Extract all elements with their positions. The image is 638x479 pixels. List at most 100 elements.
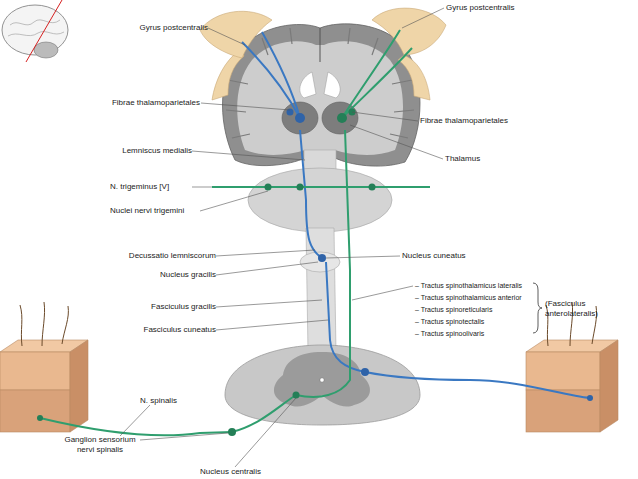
structure-label: Nucleus cuneatus — [402, 251, 492, 261]
lemniscal-pathway-part — [242, 42, 300, 118]
leader-lines-part — [216, 320, 328, 330]
structure-label: – Tractus spinothalamicus anterior — [415, 293, 537, 303]
structure-label: Fibrae thalamoparietales — [60, 98, 200, 108]
skin-block-part — [526, 390, 600, 432]
spinal-cord-section — [225, 345, 420, 425]
structure-label: Ganglion sensorium nervi spinalis — [56, 435, 144, 455]
leader-lines-part — [216, 262, 318, 275]
cerebrum-section-part — [320, 28, 321, 62]
orientation-icon-part — [10, 20, 60, 25]
skin-block-part — [600, 340, 618, 432]
skin-block — [0, 302, 618, 432]
cerebrum-section-part — [223, 24, 421, 166]
spinal-cord-section-part — [274, 352, 370, 407]
spinal-cord-section-part — [320, 378, 324, 382]
structure-label: Gyrus postcentralis — [446, 3, 546, 13]
skin-block-part — [0, 352, 70, 390]
structure-label: Nucleus centralis — [200, 467, 290, 477]
anterolateral-neurons-part — [37, 415, 43, 421]
leader-lines-part — [326, 256, 400, 258]
orientation-icon-part — [34, 42, 58, 58]
anterolateral-neurons — [37, 109, 376, 437]
structure-label: Thalamus — [445, 154, 505, 164]
cerebrum-section-part — [372, 8, 446, 55]
leader-lines-part — [216, 250, 315, 256]
structure-label: N. trigeminus [V] — [110, 182, 200, 192]
bracket-part — [533, 283, 542, 333]
structure-label: Fibrae thalamoparietales — [420, 116, 540, 126]
anterolateral-neurons-part — [265, 184, 272, 191]
lemniscal-pathway-part — [326, 262, 365, 372]
structure-label: N. spinalis — [140, 396, 210, 406]
anterolateral-neurons-part — [369, 184, 376, 191]
anterolateral-pathway-part — [232, 395, 296, 432]
leader-lines-part — [140, 433, 228, 440]
brainstem-part — [248, 168, 392, 232]
anterolateral-pathway — [40, 30, 430, 435]
structure-label: Fasciculus cuneatus — [96, 325, 216, 335]
structure-label: Decussatio lemniscorum — [96, 251, 216, 261]
skin-block-part — [0, 390, 70, 432]
anterolateral-pathway-part — [296, 130, 350, 397]
lemniscal-neurons-part — [318, 254, 326, 262]
lemniscal-pathway-part — [300, 130, 322, 258]
anterolateral-neurons-part — [228, 428, 236, 436]
leader-lines-part — [201, 103, 290, 110]
anterolateral-neurons-part — [337, 113, 347, 123]
brainstem — [248, 150, 392, 352]
anterolateral-neurons-part — [297, 184, 304, 191]
structure-label: Nuclei nervi trigemini — [110, 206, 220, 216]
anterolateral-pathway-part — [342, 48, 412, 118]
spinal-cord-section-part — [225, 345, 420, 425]
orientation-icon — [2, 0, 68, 62]
skin-block-part — [70, 340, 88, 432]
lemniscal-neurons — [287, 109, 594, 402]
orientation-icon-part — [26, 0, 62, 62]
structure-label: – Tractus spinoreticularis — [415, 305, 537, 315]
leader-lines-part — [402, 8, 444, 28]
cerebrum-section-part — [226, 28, 414, 138]
cerebrum-section-part — [398, 55, 430, 100]
structure-label: – Tractus spinothalamicus lateralis — [415, 281, 537, 291]
leader-lines-part — [208, 28, 245, 45]
cerebrum-section — [200, 8, 446, 166]
leader-lines-part — [352, 286, 413, 300]
anterolateral-pathway-part — [40, 418, 232, 435]
cerebrum-section-part — [282, 102, 318, 134]
bracket — [533, 283, 542, 333]
skin-block-part — [546, 302, 597, 346]
leader-lines-part — [216, 300, 322, 307]
brainstem-part — [300, 252, 340, 272]
orientation-icon-part — [8, 32, 64, 36]
lemniscal-pathway-part — [262, 32, 300, 118]
anterolateral-pathway-part — [212, 186, 430, 188]
lemniscal-pathway — [242, 32, 590, 398]
lemniscal-neurons-part — [295, 113, 305, 123]
leader-lines-part — [192, 187, 212, 188]
skin-block-part — [20, 302, 68, 346]
lemniscal-neurons-part — [587, 395, 593, 401]
leader-lines-part — [235, 398, 296, 467]
structure-label: Gyrus postcentralis — [118, 23, 208, 33]
cerebrum-section-part — [300, 72, 340, 98]
structure-label: Nucleus gracilis — [116, 270, 216, 280]
leader-lines-part — [352, 112, 418, 121]
leader-lines-part — [200, 191, 268, 211]
structure-label: Lemniscus medialis — [80, 146, 192, 156]
anterolateral-pathway-part — [342, 30, 400, 118]
structure-label: – Tractus spinoolivaris — [415, 329, 537, 339]
brainstem-part — [306, 228, 336, 352]
leader-lines — [120, 8, 444, 467]
anterolateral-neurons-part — [293, 392, 300, 399]
leader-lines-part — [350, 125, 443, 159]
skin-block-part — [526, 352, 600, 390]
leader-lines-part — [192, 151, 305, 160]
cerebrum-section-part — [200, 11, 272, 58]
leader-lines-part — [120, 405, 150, 436]
structure-label: (Fasciculus anterolateralis) — [545, 299, 617, 319]
lemniscal-neurons-part — [361, 368, 369, 376]
structure-label: Fasciculus gracilis — [106, 302, 216, 312]
